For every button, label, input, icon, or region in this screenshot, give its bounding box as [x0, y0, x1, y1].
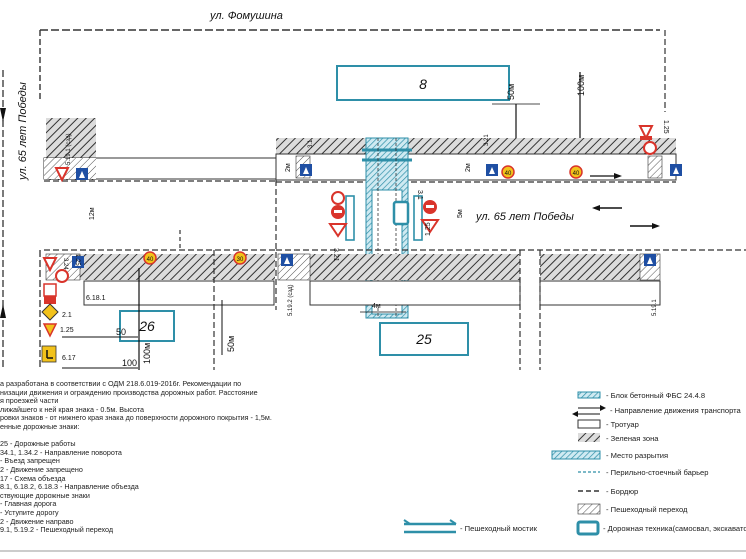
street-pobedy-vertical: ул. 65 лет Победы — [17, 82, 29, 181]
sign-label-s8: 6.17 — [62, 355, 76, 362]
note-line: низации движения и ограждению производст… — [0, 387, 258, 397]
sign-label-s7: 1.25 — [60, 327, 74, 334]
dist-50m-bottom: 50м — [226, 336, 236, 352]
note-line: енные дорожные знаки: — [0, 421, 80, 431]
note-line: 9.1, 5.19.2 - Пешеходный переход — [0, 525, 114, 535]
sign-cluster-excavation-right — [420, 200, 440, 234]
svg-text:30: 30 — [237, 257, 244, 263]
dist-2m-b: 2м — [465, 163, 472, 172]
svg-text:40: 40 — [573, 171, 580, 177]
note-line: 2 - Движение направо — [0, 516, 74, 526]
sign-label-s14: 1.25 — [662, 120, 669, 134]
sign-label-s10: 1.25 — [425, 222, 432, 236]
dist-100m-left: 100м — [142, 343, 152, 364]
dist-12m: 12м — [89, 207, 96, 220]
note-line: 34.1, 1.34.2 - Направление поворота — [0, 447, 122, 457]
dist-50m-top: 50м — [506, 84, 516, 100]
sign-cluster-left-lower — [41, 256, 84, 363]
green-zone-upper-right — [276, 138, 676, 154]
svg-text:40: 40 — [505, 171, 512, 177]
left-curbs — [0, 70, 41, 370]
building-8-label: 8 — [419, 76, 427, 92]
sign-label-s2: 3.21 — [484, 134, 490, 146]
dist-100-left: 100 — [122, 358, 137, 368]
note-line: ровки знаков - от нижнего края знака до … — [0, 413, 272, 423]
sign-label-s1: 1.25 — [74, 254, 80, 266]
building-26 — [119, 310, 175, 342]
legend-symbols — [403, 391, 606, 536]
dist-100m-top: 100м — [576, 75, 586, 96]
note-line: 8.1, 6.18.2, 6.18.3 - Направление объезд… — [0, 482, 139, 492]
note-line: - Главная дорога — [0, 499, 57, 509]
sign-label-s15: 5.19.1 — [652, 299, 658, 316]
legend-curb: - Бордюр — [606, 487, 639, 496]
dist-5m: 5м — [457, 209, 464, 218]
road-machinery — [392, 200, 410, 226]
sign-cluster-right-top — [638, 125, 657, 155]
note-line: я проезжей части — [0, 396, 59, 406]
no-entry-icon — [55, 269, 69, 283]
legend-excavation: - Место разрытия — [606, 451, 669, 460]
traffic-direction-arrows — [590, 173, 660, 229]
note-line: ствующие дорожные знаки — [0, 490, 90, 500]
sidewalk-lower-left — [83, 280, 275, 306]
dist-50-left: 50 — [116, 327, 126, 337]
building-25-label: 25 — [415, 331, 432, 347]
sign-label-s6: 2.1 — [62, 312, 72, 319]
sign-label-s3: 3.24 — [62, 258, 68, 270]
crosswalk-signs — [281, 164, 682, 266]
legend-crosswalk: - Пешеходный переход — [606, 505, 688, 514]
speed-signs: 40 30 40 40 — [143, 165, 583, 265]
note-line: - Въезд запрещен — [0, 456, 60, 466]
green-zone-lower-mid — [310, 254, 520, 280]
dist-4m: 4м — [372, 303, 381, 310]
note-line: 17 - Схема объезда — [0, 473, 66, 483]
sign-label-s5: 6.18.1 — [86, 295, 106, 302]
legend-pedestrian-bridge: - Пешеходный мостик — [460, 524, 537, 533]
sign-label-s11: 3.21 — [332, 248, 339, 262]
building-8 — [336, 65, 510, 101]
sign-cluster-left-top — [54, 167, 88, 183]
note-line: - Уступите дорогу — [0, 507, 59, 517]
building-26-label: 26 — [138, 318, 155, 334]
main-road-icon — [41, 303, 59, 321]
warning-triangle-icon — [42, 257, 58, 273]
note-line: 2 - Движение запрещено — [0, 464, 83, 474]
fomushina-curb — [39, 29, 666, 112]
svg-text:40: 40 — [147, 257, 154, 263]
dist-2m-a: 2м — [285, 163, 292, 172]
street-pobedy-horizontal: ул. 65 лет Победы — [475, 211, 574, 223]
note-line: 25 - Дорожные работы — [0, 439, 76, 449]
sign-label-s4: 3.1 — [416, 190, 423, 200]
street-fomushina: ул. Фомушина — [209, 10, 283, 22]
warning-triangle-icon — [54, 167, 70, 183]
warning-triangle-icon — [42, 323, 58, 338]
sign-label-s13: 5.19.2 (сзд) — [288, 285, 294, 316]
legend-green-zone: - Зеленая зона — [606, 434, 659, 443]
note-line: лижайшего к ней края знака - 0.5м. Высот… — [0, 404, 144, 414]
sign-label-s9: 3.1 — [308, 139, 314, 148]
sign-label-s12: 5.19.1 (сзд) — [66, 134, 72, 165]
legend-concrete-block: - Блок бетонный ФБС 24.4.8 — [606, 391, 706, 400]
legend-traffic-direction: - Направление движения транспорта — [610, 406, 741, 415]
concrete-blocks — [345, 195, 423, 241]
legend-barrier: - Перильно-стоечный барьер — [606, 468, 709, 477]
notes-block: а разработана в соответствии с ОДМ 218.6… — [0, 379, 272, 535]
detour-scheme-icon — [41, 345, 57, 363]
sign-cluster-excavation-left — [328, 191, 348, 238]
legend-sidewalk: - Тротуар — [606, 420, 639, 429]
note-line: а разработана в соответствии с ОДМ 218.6… — [0, 379, 242, 388]
building-25 — [379, 322, 469, 356]
legend-road-machinery: - Дорожная техника(самосвал, экскаватор) — [603, 524, 746, 533]
sidewalk-lower-mid — [309, 280, 521, 306]
